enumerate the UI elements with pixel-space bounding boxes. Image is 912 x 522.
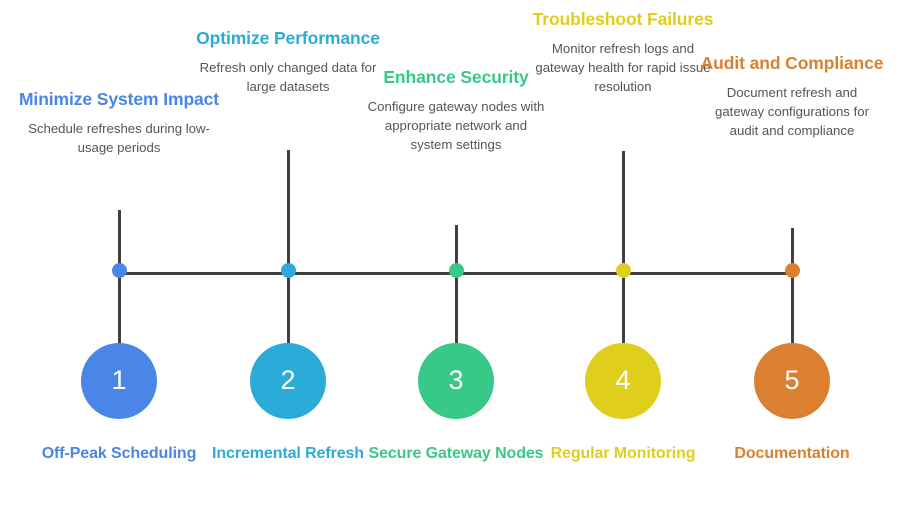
step-4-description: Monitor refresh logs and gateway health … [535,41,711,94]
step-2-number: 2 [280,365,296,395]
step-3-label: Secure Gateway Nodes [368,445,544,462]
step-3-number-circle[interactable]: 3 [418,343,494,419]
step-4-connector-line [622,151,625,343]
timeline-step-5[interactable]: Audit and Compliance Document refresh an… [677,0,907,522]
step-2-number-circle[interactable]: 2 [250,343,326,419]
step-3-axis-dot [449,263,464,278]
step-4-label: Regular Monitoring [550,445,696,462]
step-5-axis-dot [785,263,800,278]
timeline-step-3[interactable]: Enhance Security Configure gateway nodes… [341,0,571,522]
timeline-step-4[interactable]: Troubleshoot Failures Monitor refresh lo… [508,0,738,522]
step-3-heading: Enhance Security [383,67,529,87]
step-2-description: Refresh only changed data for large data… [199,60,377,94]
step-1-axis-dot [112,263,127,278]
step-2-axis-dot [281,263,296,278]
step-4-number: 4 [615,365,631,395]
step-1-text-block: Minimize System Impact Schedule refreshe… [4,88,234,158]
step-2-text-block: Optimize Performance Refresh only change… [173,27,403,97]
step-5-text-block: Audit and Compliance Document refresh an… [677,52,907,140]
step-4-axis-dot [616,263,631,278]
step-5-label: Documentation [734,445,850,462]
step-2-connector-line [287,150,290,343]
step-3-number: 3 [448,365,464,395]
step-3-text-block: Enhance Security Configure gateway nodes… [341,66,571,154]
step-5-description: Document refresh and gateway configurati… [715,85,869,138]
step-5-number-circle[interactable]: 5 [754,343,830,419]
step-2-heading: Optimize Performance [196,28,380,48]
step-1-description: Schedule refreshes during low-usage peri… [28,121,210,155]
step-4-text-block: Troubleshoot Failures Monitor refresh lo… [508,8,738,96]
timeline-step-1[interactable]: Minimize System Impact Schedule refreshe… [4,0,234,522]
step-1-number: 1 [111,365,127,395]
step-3-connector-line [455,225,458,343]
step-5-connector-line [791,228,794,343]
step-5-number: 5 [784,365,800,395]
step-4-heading: Troubleshoot Failures [532,9,714,29]
step-4-number-circle[interactable]: 4 [585,343,661,419]
step-3-description: Configure gateway nodes with appropriate… [367,99,545,152]
timeline-step-2[interactable]: Optimize Performance Refresh only change… [173,0,403,522]
step-5-heading: Audit and Compliance [700,53,884,73]
step-1-heading: Minimize System Impact [18,89,220,109]
step-1-label: Off-Peak Scheduling [41,445,197,462]
step-1-number-circle[interactable]: 1 [81,343,157,419]
step-2-label: Incremental Refresh [212,445,364,462]
